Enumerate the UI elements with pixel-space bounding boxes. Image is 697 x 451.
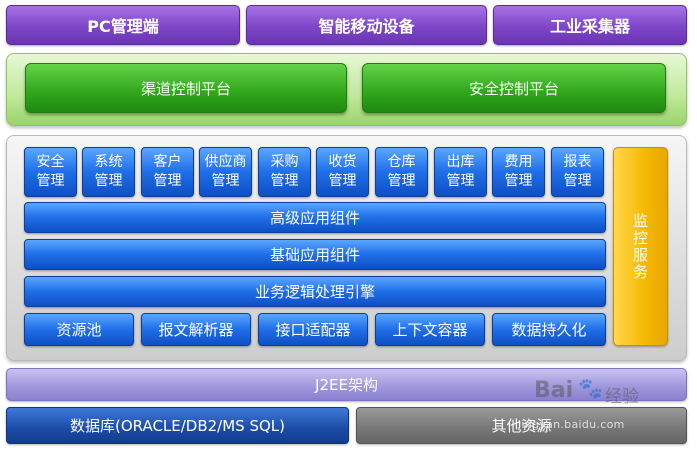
module-line: 管理 (504, 173, 533, 189)
module-receiving: 收货 管理 (316, 147, 369, 197)
module-line: 客户 (153, 154, 182, 170)
module-expense: 费用 管理 (492, 147, 545, 197)
basic-components-label: 基础应用组件 (269, 246, 360, 264)
context-container: 上下文容器 (375, 313, 485, 346)
watermark-url: jingyan.baidu.com (518, 418, 625, 431)
database-bar: 数据库(ORACLE/DB2/MS SQL) (6, 407, 349, 444)
advanced-components-label: 高级应用组件 (269, 209, 360, 227)
watermark-brand-text: 经验 (605, 387, 639, 407)
business-engine-bar: 业务逻辑处理引擎 (24, 276, 606, 307)
watermark-logo: Bai (534, 378, 573, 403)
module-security: 安全 管理 (24, 147, 77, 197)
data-persistence: 数据持久化 (492, 313, 606, 346)
database-label: 数据库(ORACLE/DB2/MS SQL) (69, 417, 286, 435)
module-line: 系统 (94, 154, 123, 170)
module-line: 管理 (446, 173, 475, 189)
watermark-brand: 经验 (605, 382, 639, 407)
module-line: 报表 (563, 154, 592, 170)
resource-pool-label: 资源池 (56, 321, 102, 339)
watermark-logo-text: Bai (534, 378, 574, 403)
device-pc-label: PC管理端 (87, 17, 159, 36)
advanced-components-bar: 高级应用组件 (24, 202, 606, 233)
module-outbound: 出库 管理 (434, 147, 487, 197)
module-line: 管理 (153, 173, 182, 189)
module-line: 采购 (270, 154, 299, 170)
device-collector: 工业采集器 (493, 5, 687, 45)
monitor-service: 监控服务 (613, 147, 668, 346)
message-parser: 报文解析器 (141, 313, 251, 346)
module-system: 系统 管理 (82, 147, 135, 197)
module-line: 管理 (211, 173, 240, 189)
channel-platform: 渠道控制平台 (25, 63, 347, 113)
device-collector-label: 工业采集器 (549, 17, 630, 36)
other-resources-bar: 其他资源 (356, 407, 687, 444)
module-purchase: 采购 管理 (258, 147, 311, 197)
data-persistence-label: 数据持久化 (511, 321, 587, 339)
other-resources-label: 其他资源 (491, 417, 552, 435)
business-engine-label: 业务逻辑处理引擎 (254, 283, 375, 301)
device-pc: PC管理端 (6, 5, 240, 45)
device-mobile-label: 智能移动设备 (318, 17, 415, 36)
j2ee-framework-label: J2EE架构 (315, 376, 378, 394)
monitor-service-label: 监控服务 (631, 212, 649, 281)
device-mobile: 智能移动设备 (246, 5, 487, 45)
message-parser-label: 报文解析器 (158, 321, 234, 339)
interface-adapter: 接口适配器 (258, 313, 368, 346)
module-line: 管理 (94, 173, 123, 189)
module-line: 管理 (328, 173, 357, 189)
watermark-url-text: jingyan.baidu.com (518, 418, 625, 431)
module-line: 管理 (270, 173, 299, 189)
security-platform: 安全控制平台 (362, 63, 666, 113)
module-line: 收货 (328, 154, 357, 170)
module-line: 安全 (36, 154, 65, 170)
module-customer: 客户 管理 (141, 147, 194, 197)
module-report: 报表 管理 (551, 147, 604, 197)
basic-components-bar: 基础应用组件 (24, 239, 606, 270)
module-line: 管理 (387, 173, 416, 189)
j2ee-framework-bar: J2EE架构 (6, 368, 687, 401)
resource-pool: 资源池 (24, 313, 134, 346)
module-warehouse: 仓库 管理 (375, 147, 428, 197)
module-line: 费用 (504, 154, 533, 170)
module-line: 仓库 (387, 154, 416, 170)
channel-platform-label: 渠道控制平台 (140, 79, 231, 98)
interface-adapter-label: 接口适配器 (275, 321, 351, 339)
security-platform-label: 安全控制平台 (468, 79, 559, 98)
module-line: 管理 (36, 173, 65, 189)
module-supplier: 供应商 管理 (199, 147, 252, 197)
module-line: 供应商 (204, 154, 247, 170)
paw-icon: 🐾 (578, 376, 603, 400)
context-container-label: 上下文容器 (392, 321, 468, 339)
module-line: 管理 (563, 173, 592, 189)
module-line: 出库 (446, 154, 475, 170)
